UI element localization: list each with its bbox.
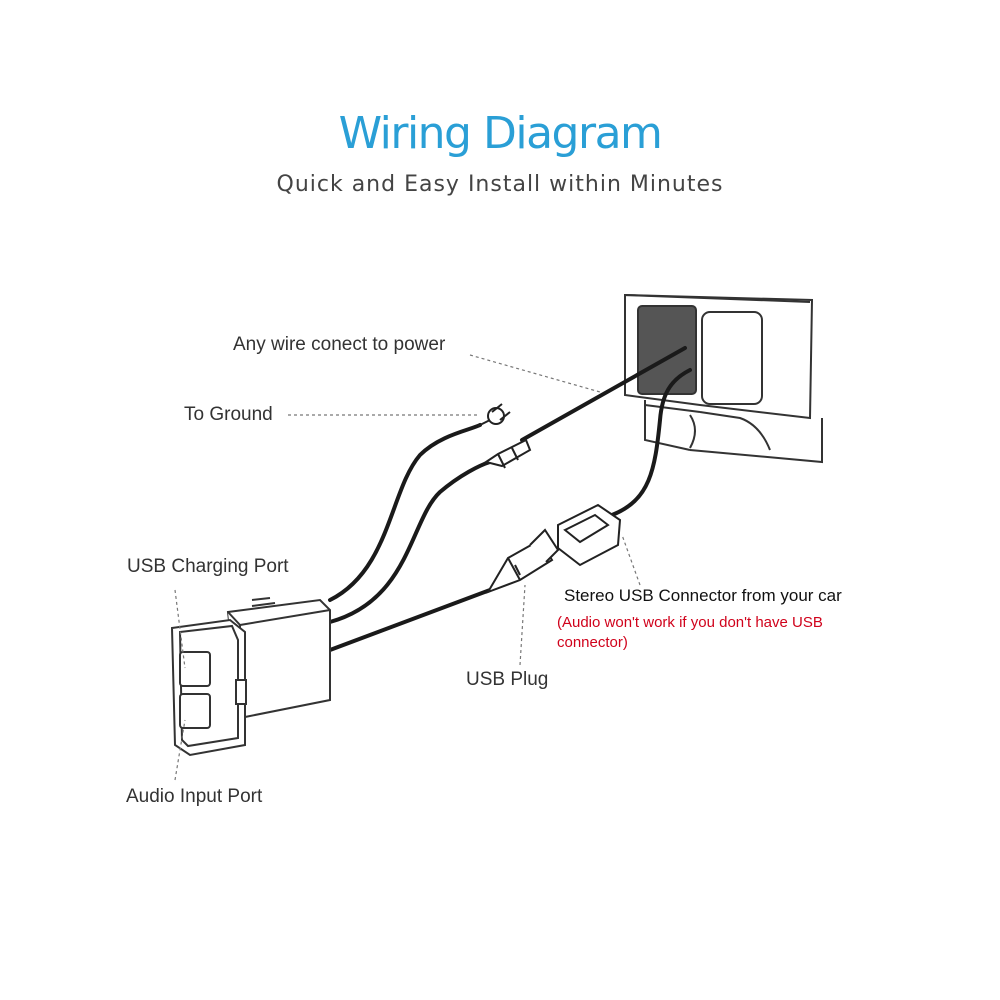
- label-usb-charging-port: USB Charging Port: [127, 556, 289, 577]
- label-stereo-usb-connector: Stereo USB Connector from your car: [564, 586, 842, 605]
- wires: [328, 346, 692, 652]
- leader-lines: [174, 354, 641, 781]
- page-subtitle: Quick and Easy Install within Minutes: [276, 172, 724, 197]
- label-audio-input-port: Audio Input Port: [126, 786, 263, 807]
- stereo-usb-connector-drawing: [557, 503, 622, 567]
- label-power-wire: Any wire conect to power: [233, 334, 446, 355]
- page-title: Wiring Diagram: [338, 108, 663, 159]
- label-ground: To Ground: [184, 404, 273, 425]
- note-line-2: connector): [557, 634, 628, 651]
- ground-terminal: [477, 403, 511, 427]
- usb-plug-drawing: [485, 528, 560, 594]
- dash-slot-usb: [701, 311, 763, 405]
- label-usb-plug: USB Plug: [466, 669, 549, 690]
- note-line-1: (Audio won't work if you don't have USB: [557, 614, 823, 631]
- inline-connector: [483, 438, 532, 469]
- note-audio-warning: (Audio won't work if you don't have USB …: [557, 613, 823, 653]
- usb-charger-module: [170, 597, 331, 757]
- dash-slot-power: [637, 305, 697, 395]
